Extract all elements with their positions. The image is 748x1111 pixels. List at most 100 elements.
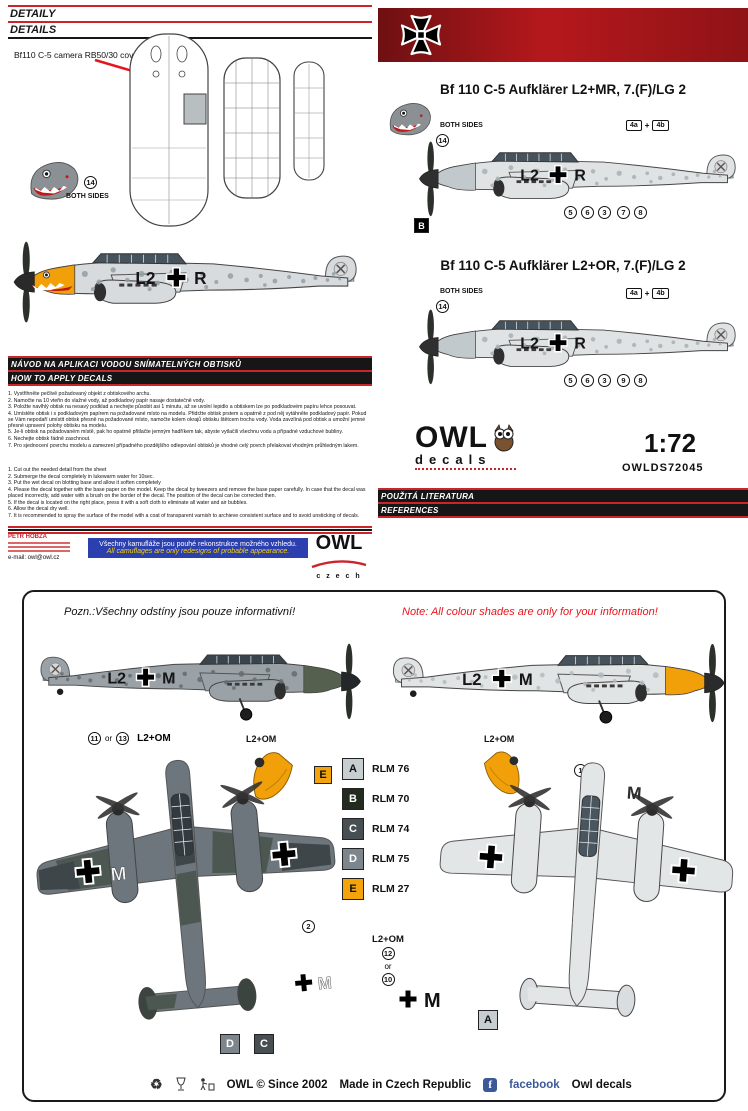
decal-4b: 4b [652, 288, 669, 299]
red-stripe [8, 5, 372, 7]
scale-label: 1:72 [644, 428, 697, 458]
orange-nose-cone-left [253, 752, 293, 800]
wing-code-letter: M [110, 863, 127, 885]
owl-czech-logo-sub: c z e c h [316, 573, 362, 580]
glass-icon [175, 1077, 186, 1091]
color-callout-c: C [254, 1034, 274, 1054]
red-stripe [8, 370, 372, 372]
tail-wheel [56, 688, 64, 695]
main-wheel [240, 708, 253, 721]
instructions-czech: 1. Vystřihněte pečlivě požadovaný objekt… [8, 391, 370, 450]
howto-header-en: HOW TO APPLY DECALS [8, 372, 372, 384]
english-step: 4. Please the decal together with the ba… [8, 487, 366, 499]
legend-label: RLM 70 [372, 793, 410, 805]
swatch-rlm74: C [342, 818, 364, 840]
callout-2: 2 [302, 920, 315, 933]
legend-label: RLM 74 [372, 823, 410, 835]
underside-cross-code: M [398, 989, 441, 1012]
english-step: 2. Submerge the decal completely in luke… [8, 473, 154, 480]
main-wheel [599, 710, 613, 724]
cone-label-left: L2+OM [246, 734, 277, 744]
details-header-cz: DETAILY [10, 8, 56, 20]
english-step: 5. If the decal is located on the right … [8, 499, 248, 506]
disclaimer-cz: Všechny kamufláže jsou pouhé rekonstrukc… [99, 541, 297, 548]
wing-code-letter: M [626, 782, 642, 803]
references-header-cz: POUŽITÁ LITERATURA [378, 490, 748, 502]
legend-label: RLM 75 [372, 853, 410, 865]
or-label: or [384, 962, 392, 971]
decal-4a: 4a [626, 120, 642, 131]
or-label: or [105, 734, 113, 743]
color-callout-d: D [220, 1034, 240, 1054]
decal-4a: 4a [626, 288, 642, 299]
howto-header: NÁVOD NA APLIKACI VODOU SNÍMATELNÝCH OBT… [8, 356, 372, 386]
balkenkreuz [398, 989, 418, 1009]
camera-cover-plate [183, 93, 207, 125]
fuselage-code-prefix: L2 [135, 268, 155, 288]
fuselage-code-prefix: L2 [520, 336, 539, 353]
callout-14: 14 [436, 134, 449, 147]
profile-l2mr: L2 R [412, 130, 748, 224]
wing-code-letter: M [317, 973, 333, 993]
camera-cover-label: Bf110 C-5 camera RB50/30 cover [14, 50, 141, 60]
callout-14: 14 [436, 300, 449, 313]
tail-decal-callout: 4a + 4b [626, 288, 669, 299]
callout-8: 8 [634, 374, 647, 387]
owl-logo-sub: decals [415, 452, 516, 470]
scheme-title-l2or: Bf 110 C-5 Aufklärer L2+OR, 7.(F)/LG 2 [440, 258, 686, 273]
callout-13: 13 [116, 732, 130, 745]
tail-decal-callout: 4a + 4b [626, 120, 669, 131]
red-stripe [8, 356, 372, 358]
callout-3: 3 [598, 206, 611, 219]
nose-plan-view [129, 33, 325, 227]
english-step: 3. Put the wet decal on blotting base an… [8, 480, 161, 487]
czech-step: 1. Vystřihněte pečlivě požadovaný objekt… [8, 391, 151, 397]
english-step: 1. Cut out the needed detail from the sh… [8, 467, 107, 473]
fuselage-code-prefix: L2 [520, 168, 539, 185]
brand-copyright: OWL © Since 2002 [226, 1078, 328, 1091]
note-english: Note: All colour shades are only for you… [402, 606, 658, 618]
red-stripe [378, 516, 748, 518]
callout-8: 8 [634, 206, 647, 219]
red-stripe [378, 488, 748, 490]
facebook-icon: f [483, 1077, 498, 1092]
english-step: 6. Allow the decal dry well. [8, 506, 69, 513]
wing-code-letter: M [424, 990, 441, 1012]
color-callout-e: E [314, 766, 332, 784]
czech-step: 5. Je-li obtisk na požadovaném místě, pa… [8, 429, 343, 436]
owl-logo-name: OWL [415, 421, 488, 454]
howto-header-cz: NÁVOD NA APLIKACI VODOU SNÍMATELNÝCH OBT… [8, 358, 372, 370]
references-header: POUŽITÁ LITERATURA REFERENCES [378, 488, 748, 518]
fuselage-code-letter: M [162, 669, 175, 687]
czech-step: 2. Namočte na 10 vteřin do vlažné vody, … [8, 397, 206, 404]
legend-row: D RLM 75 [342, 848, 409, 870]
callout-9: 9 [617, 374, 630, 387]
swatch-rlm27: E [342, 878, 364, 900]
owl-czech-logo: OWL c z e c h [308, 532, 370, 580]
black-stripe [8, 37, 372, 39]
panel-footer: ♻ OWL © Since 2002 Made in Czech Republi… [150, 1076, 632, 1093]
colour-scheme-panel [22, 590, 726, 1102]
details-header-en: DETAILS [10, 24, 57, 36]
orange-nose-cone-right [483, 751, 520, 795]
contact-email: e-mail: owl@owl.cz [8, 555, 60, 561]
note-czech: Pozn.:Všechny odstíny jsou pouze informa… [64, 606, 296, 618]
scheme-title-l2mr: Bf 110 C-5 Aufklärer L2+MR, 7.(F)/LG 2 [440, 82, 686, 97]
colour-legend: A RLM 76 B RLM 70 C RLM 74 D RLM 75 E RL… [342, 758, 409, 908]
red-stripe [8, 384, 372, 386]
shark-mouth-on-nose [30, 271, 73, 292]
callout-5: 5 [564, 374, 577, 387]
czech-step: 6. Nechejte obtisk řádně zaschnout. [8, 435, 91, 442]
decal-4b: 4b [652, 120, 669, 131]
callout-5: 5 [564, 206, 577, 219]
plan-view-lower-light: M [418, 743, 748, 1062]
contact-detail-line [8, 550, 70, 552]
plus-sign: + [644, 289, 650, 298]
legend-label: RLM 27 [372, 883, 410, 895]
english-step: 7. It is recommended to spray the surfac… [8, 512, 360, 519]
both-sides-label: BOTH SIDES [440, 288, 483, 295]
plus-sign: + [644, 121, 650, 130]
facebook-page-name: Owl decals [571, 1078, 632, 1091]
disclaimer-en: All camuflages are only redesigns of pro… [106, 548, 290, 555]
czech-step: 7. Pro sjednocení povrchu modelu a zamez… [8, 442, 359, 449]
